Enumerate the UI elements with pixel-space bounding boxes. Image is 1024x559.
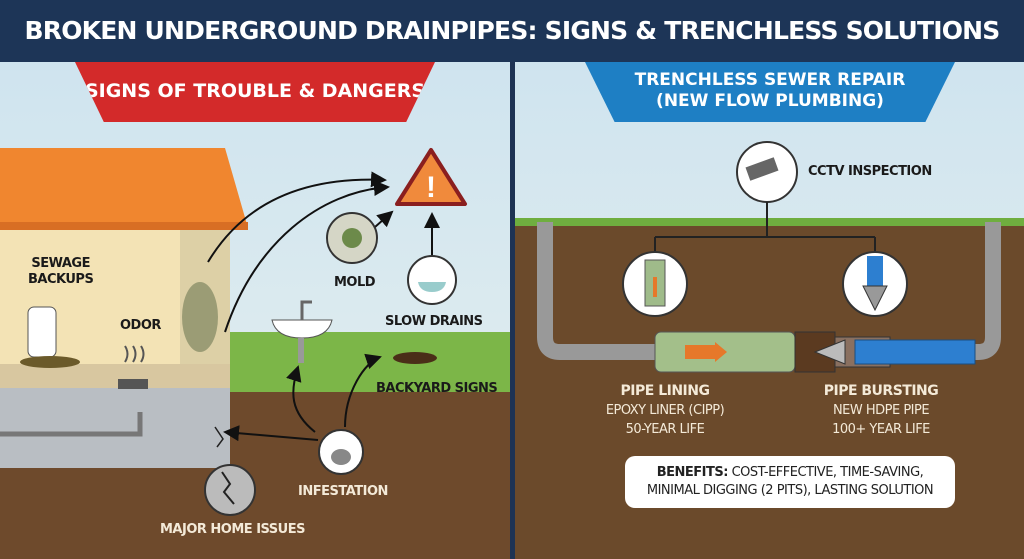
method-line2: 50-YEAR LIFE <box>625 422 705 437</box>
label-cctv-inspection: CCTV INSPECTION <box>808 164 932 179</box>
banner-line1: TRENCHLESS SEWER REPAIR <box>634 70 906 90</box>
method-pipe-bursting: PIPE BURSTING NEW HDPE PIPE 100+ YEAR LI… <box>806 382 956 439</box>
new-hdpe-pipe <box>854 339 976 365</box>
banner-line2: (NEW FLOW PLUMBING) <box>656 91 884 111</box>
label-infestation: INFESTATION <box>298 484 388 499</box>
floor <box>0 364 230 388</box>
left-pit-pipe <box>537 222 665 360</box>
label-slow-drains: SLOW DRAINS <box>385 314 483 329</box>
grass <box>515 218 1024 228</box>
warning-icon <box>395 148 467 206</box>
wall-mold <box>182 282 218 352</box>
signs-illustration: ! <box>0 148 510 559</box>
toilet-icon <box>27 306 57 358</box>
label-major-home-issues: MAJOR HOME ISSUES <box>160 522 305 537</box>
trenchless-banner: TRENCHLESS SEWER REPAIR (NEW FLOW PLUMBI… <box>585 62 955 122</box>
label-sewage-backups: SEWAGE BACKUPS <box>28 256 94 287</box>
odor-icon <box>124 345 145 363</box>
method-line2: 100+ YEAR LIFE <box>832 422 930 437</box>
benefits-label: BENEFITS: <box>656 465 729 480</box>
method-line1: NEW HDPE PIPE <box>832 403 930 418</box>
signs-panel: ! SIGNS OF TROUBLE & DANGERS <box>0 62 510 559</box>
right-pit-pipe <box>875 222 1001 360</box>
roof <box>0 148 248 228</box>
page-title: BROKEN UNDERGROUND DRAINPIPES: SIGNS & T… <box>0 0 1024 62</box>
label-mold: MOLD <box>334 275 376 290</box>
method-line1: EPOXY LINER (CIPP) <box>605 403 725 418</box>
basement <box>0 388 230 468</box>
cracked-foundation-icon <box>204 464 256 516</box>
method-title: PIPE BURSTING <box>823 383 939 399</box>
bursting-head <box>813 339 846 365</box>
label-backyard-signs: BACKYARD SIGNS <box>376 381 498 396</box>
floor-drain-icon <box>118 379 148 389</box>
method-title: PIPE LINING <box>620 383 710 399</box>
drain-pipe <box>0 412 143 437</box>
benefits-line2: MINIMAL DIGGING (2 PITS), LASTING SOLUTI… <box>646 483 934 498</box>
benefits-box: BENEFITS: COST-EFFECTIVE, TIME-SAVING, M… <box>625 456 955 508</box>
sinkhole-icon <box>393 352 437 364</box>
method-pipe-lining: PIPE LINING EPOXY LINER (CIPP) 50-YEAR L… <box>590 382 740 439</box>
svg-text:!: ! <box>426 171 436 204</box>
slow-drain-icon <box>407 255 457 305</box>
label-odor: ODOR <box>120 318 161 333</box>
signs-banner: SIGNS OF TROUBLE & DANGERS <box>75 62 435 122</box>
benefits-line1: COST-EFFECTIVE, TIME-SAVING, <box>731 465 924 480</box>
